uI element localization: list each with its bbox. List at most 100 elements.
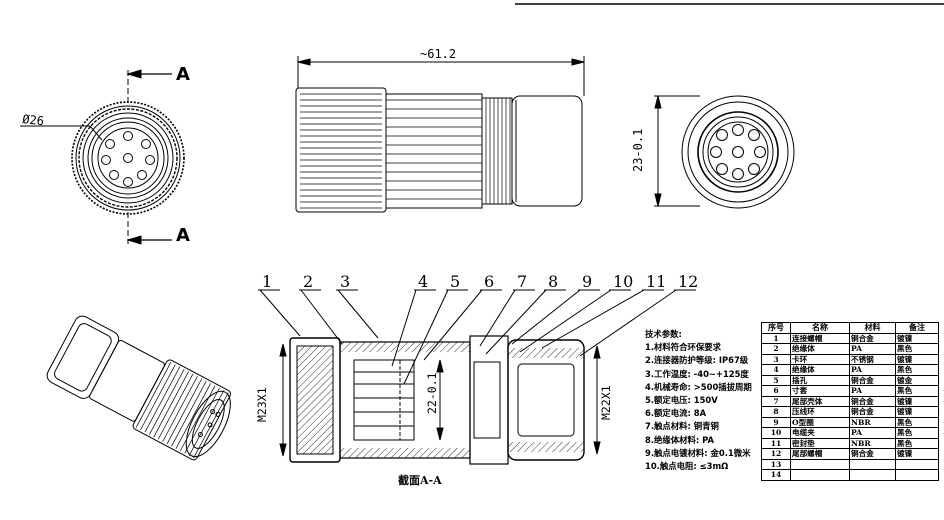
callout-number: 11 <box>646 272 666 291</box>
thread-lines <box>485 98 511 204</box>
bom-cell: 3 <box>761 353 791 365</box>
length-label: ~61.2 <box>420 47 456 61</box>
diameter-label: Ø26 <box>22 112 45 128</box>
bom-header-row: 序号 名称 材料 备注 <box>761 322 939 334</box>
callout-number: 3 <box>340 272 350 291</box>
bom-cell: NBR <box>849 416 896 428</box>
end-height-label: 23-0.1 <box>631 129 645 172</box>
bom-header: 备注 <box>895 322 939 334</box>
callout-number: 5 <box>450 272 460 291</box>
bom-cell: 7 <box>761 395 791 407</box>
bom-cell: PA <box>849 364 896 376</box>
bom-cell: 6 <box>761 385 791 397</box>
section-caption: 截面A-A <box>398 474 442 487</box>
callout-number: 1 <box>262 272 272 291</box>
bom-cell: 1 <box>761 332 791 344</box>
bom-cell: 10 <box>761 427 791 439</box>
end-view: 23-0.1 <box>631 95 795 209</box>
bom-cell: 镀镍 <box>895 406 939 418</box>
bom-cell: 8 <box>761 406 791 418</box>
spec-item: 7.触点材料: 铜青铜 <box>645 421 719 432</box>
bom-cell <box>849 469 896 481</box>
bom-cell: 卡环 <box>790 353 850 365</box>
bom-cell: 2 <box>761 343 791 355</box>
bom-cell <box>790 469 850 481</box>
bom-cell <box>895 458 939 470</box>
bom-cell: 尾部壳体 <box>790 395 850 407</box>
bom-cell: 绝缘体 <box>790 343 850 355</box>
left-thread-label: M23X1 <box>255 387 269 422</box>
bom-cell: 4 <box>761 364 791 376</box>
bom-cell: 电缆夹 <box>790 427 850 439</box>
bom-cell: 黑色 <box>895 343 939 355</box>
bom-cell: 绝缘体 <box>790 364 850 376</box>
callout-number: 7 <box>517 272 527 291</box>
spec-item: 10.触点电阻: ≤3mΩ <box>645 461 729 472</box>
bom-cell: 连接螺帽 <box>790 332 850 344</box>
spec-item: 4.机械寿命: >500插拔周期 <box>645 381 752 392</box>
bom-cell: 镀金 <box>895 374 939 386</box>
spec-item: 2.连接器防护等级: IP67级 <box>645 355 749 366</box>
bom-cell: 压线环 <box>790 406 850 418</box>
callout-number: 10 <box>613 272 633 291</box>
bom-header: 序号 <box>761 322 791 334</box>
right-thread-label: M22X1 <box>599 385 613 420</box>
bom-cell: 铜合金 <box>849 374 896 386</box>
bom-cell: 镀镍 <box>895 448 939 460</box>
section-label-top: A <box>176 64 190 85</box>
callout-number: 2 <box>303 272 313 291</box>
bom-cell: 11 <box>761 437 791 449</box>
bom-row: 13 <box>761 458 939 470</box>
bom-cell: 密封垫 <box>790 437 850 449</box>
specs-title: 技术参数: <box>645 329 682 339</box>
section-label-bottom: A <box>176 225 190 246</box>
bom-cell: 不锈钢 <box>849 353 896 365</box>
bom-cell: 黑色 <box>895 437 939 449</box>
spec-item: 5.额定电压: 150V <box>645 395 718 406</box>
bom-cell: 14 <box>761 469 791 481</box>
front-view: A Ø26 A <box>20 64 190 246</box>
bom-cell: 黑色 <box>895 416 939 428</box>
bom-cell: 尾部螺帽 <box>790 448 850 460</box>
body-ribs <box>386 99 482 200</box>
bom-cell <box>849 458 896 470</box>
callout-number: 6 <box>484 272 494 291</box>
bom-cell <box>790 458 850 470</box>
spec-item: 3.工作温度: -40~+125度 <box>645 368 749 379</box>
bom-cell <box>895 469 939 481</box>
bom-cell: PA <box>849 385 896 397</box>
bom-cell: O型圈 <box>790 416 850 428</box>
bom-cell: 黑色 <box>895 385 939 397</box>
callout-number: 12 <box>678 272 698 291</box>
spec-item: 6.额定电流: 8A <box>645 408 707 419</box>
bom-cell: 铜合金 <box>849 332 896 344</box>
spec-item: 9.触点电镀材料: 金0.1微米 <box>645 447 751 458</box>
bom-cell: 寸套 <box>790 385 850 397</box>
bom-cell: NBR <box>849 437 896 449</box>
bom-cell: 插孔 <box>790 374 850 386</box>
bom-cell: 镀镍 <box>895 395 939 407</box>
bom-cell: 9 <box>761 416 791 428</box>
tech-specs: 技术参数: 1.材料符合环保要求 2.连接器防护等级: IP67级 3.工作温度… <box>645 328 770 473</box>
callout-number: 9 <box>582 272 592 291</box>
bom-row: 14 <box>761 469 939 481</box>
bom-cell: 12 <box>761 448 791 460</box>
bom-header: 材料 <box>849 322 896 334</box>
callout-number: 4 <box>418 272 428 291</box>
bom-header: 名称 <box>790 322 850 334</box>
inner-dim-label: 22-0.1 <box>425 372 439 414</box>
bom-cell: 5 <box>761 374 791 386</box>
